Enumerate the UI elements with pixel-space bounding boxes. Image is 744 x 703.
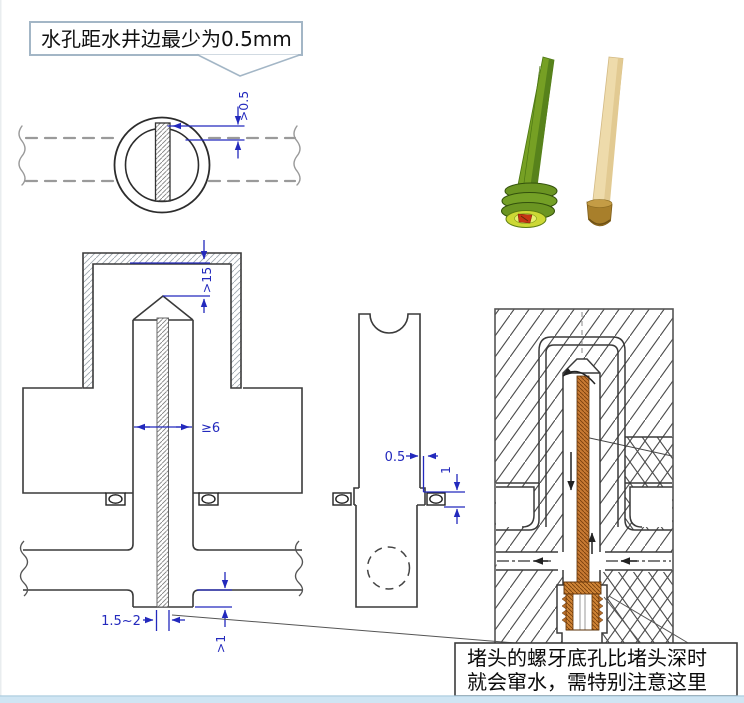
callout-top-box <box>29 21 303 56</box>
footer-bar <box>0 695 744 703</box>
core-insert-hatched <box>82 252 242 389</box>
threaded-plug <box>561 581 604 631</box>
brass-plug-3d-render <box>586 56 624 227</box>
well-section-view: >15 ≥6 1.5~2 >1 <box>19 240 304 653</box>
break-symbol <box>19 540 29 597</box>
callout-top-tail <box>196 53 302 77</box>
o-ring-seal <box>105 492 219 506</box>
dimension-well-bottom-below-channel: >1 <box>213 635 228 653</box>
break-symbol <box>294 540 304 597</box>
well-top-view: >0.5 <box>18 91 301 214</box>
baffle-top-view <box>154 122 171 202</box>
dimension-well-tip-to-surface: >15 <box>199 267 214 293</box>
thread-teeth <box>598 595 604 624</box>
side-view-body <box>358 313 421 488</box>
break-symbol <box>18 125 26 186</box>
note-bottom-line1: 堵头的螺牙底孔比堵头深时 <box>467 646 707 670</box>
o-ring-seal <box>332 492 446 506</box>
dimension-lines-side-clearance <box>406 452 465 493</box>
baffle-side-view: 0.5 1 <box>332 313 465 608</box>
thread-teeth <box>561 595 567 624</box>
dimension-baffle-seat-step: 1 <box>438 466 453 474</box>
assembly-section-view <box>494 308 674 647</box>
dimension-baffle-thickness: 1.5~2 <box>101 614 141 629</box>
callout-top-text: 水孔距水井边最少为0.5mm <box>41 27 292 51</box>
dimension-hole-to-well-edge: >0.5 <box>236 91 251 121</box>
assembly-outlines <box>496 336 672 646</box>
callout-top: 水孔距水井边最少为0.5mm <box>29 21 303 77</box>
dimension-lines-baffle-thickness <box>143 610 185 631</box>
note-bottom-line2: 就会窜水，需特别注意这里 <box>467 670 707 694</box>
dimension-lines-seat-step <box>444 474 465 524</box>
dimension-lines-well-depth <box>130 240 210 313</box>
dimension-lines-bottom-step <box>195 572 232 627</box>
flow-arrows <box>533 367 637 565</box>
dimension-lines-hole-to-well <box>167 106 245 159</box>
page-edge <box>0 0 2 696</box>
baffle-strip-orange <box>576 375 590 595</box>
green-plug-3d-render <box>501 56 558 228</box>
dimension-well-min-width: ≥6 <box>201 421 220 436</box>
dimension-baffle-side-clearance: 0.5 <box>385 450 406 465</box>
mold-block-outline <box>22 387 303 494</box>
hidden-channel-circle <box>366 546 411 590</box>
side-view-flange <box>353 487 426 506</box>
note-leader-lines <box>171 595 690 644</box>
note-bottom: 堵头的螺牙底孔比堵头深时 就会窜水，需特别注意这里 <box>171 595 738 697</box>
water-channel-hidden-lines <box>24 136 297 183</box>
side-view-lower-body <box>355 505 418 608</box>
baffle-section <box>156 317 169 608</box>
break-symbol <box>293 125 301 186</box>
